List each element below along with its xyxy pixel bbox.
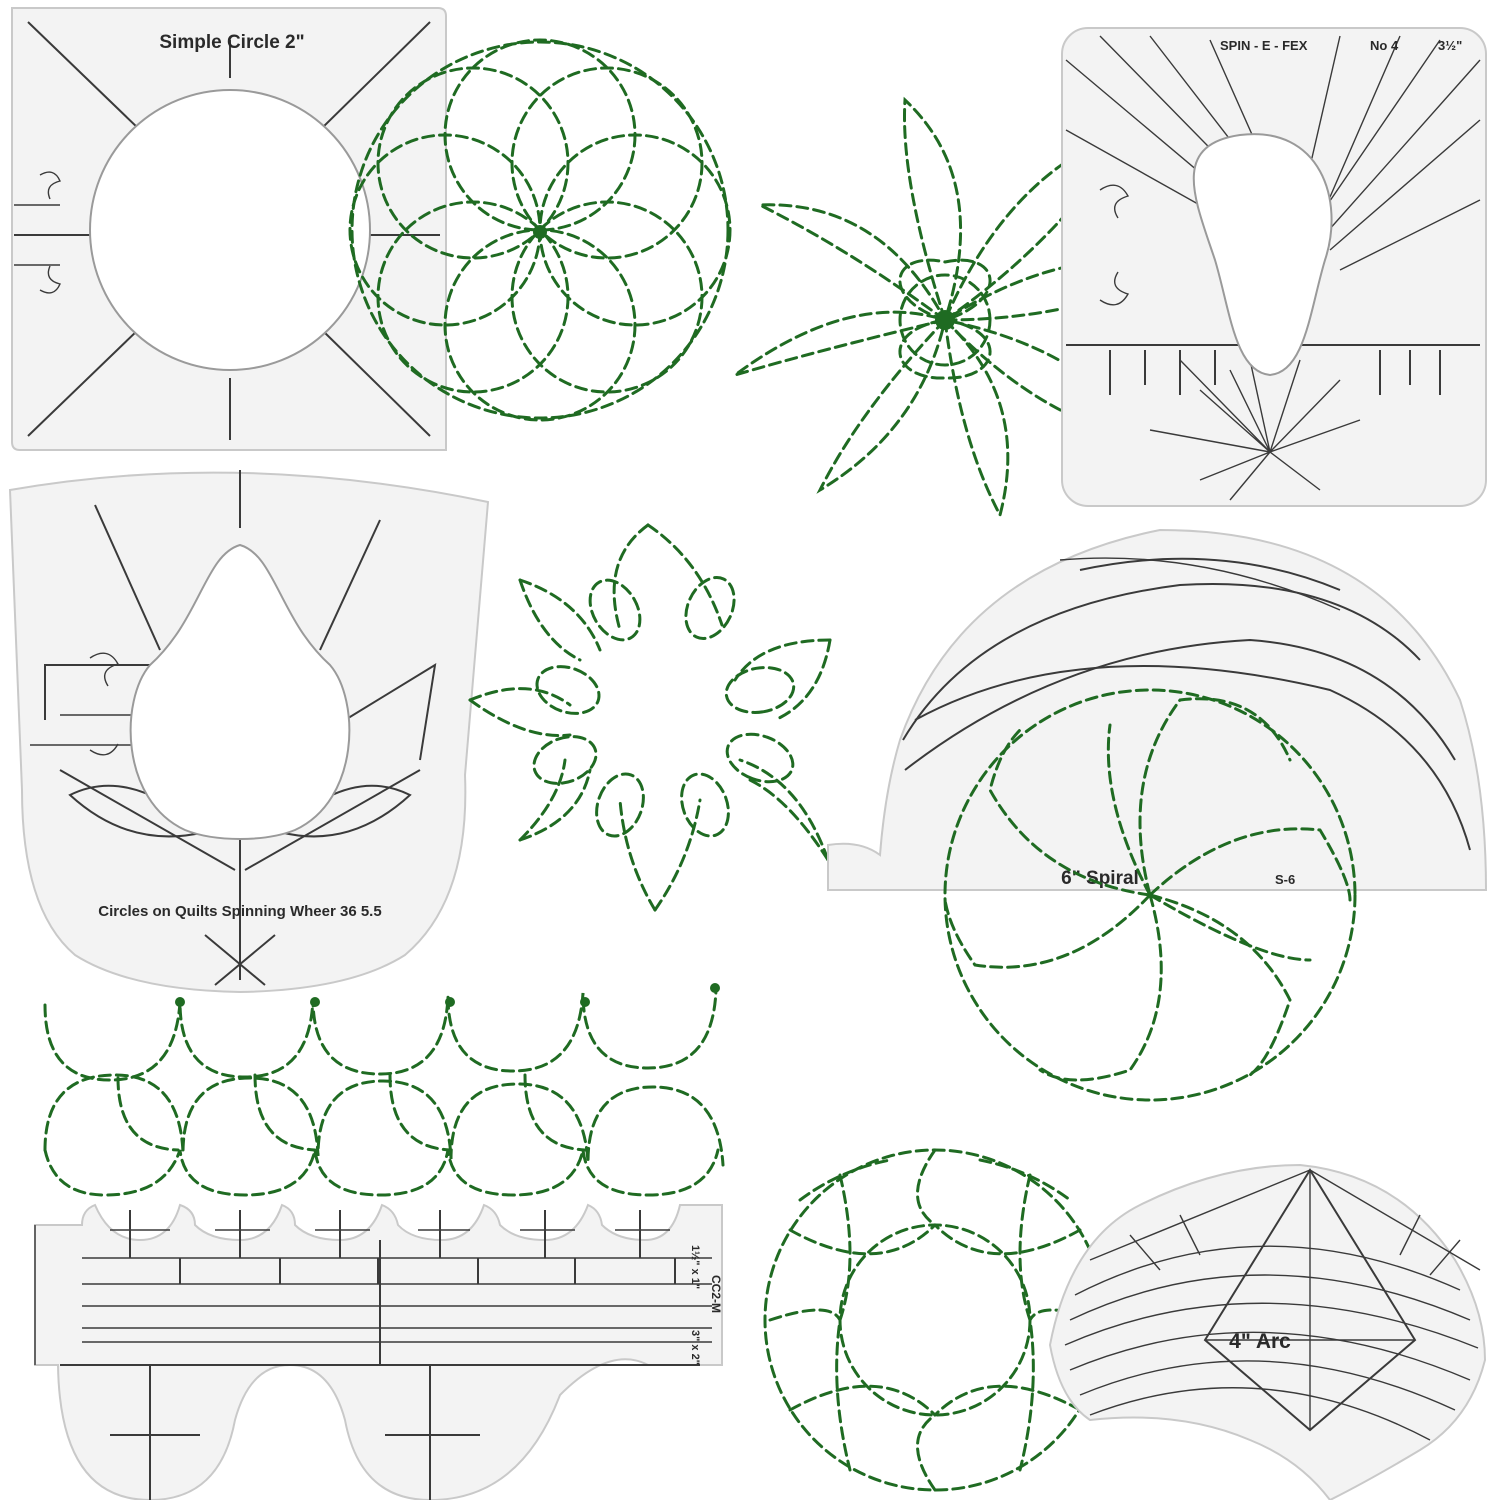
spiral-label: 6" Spiral: [1061, 868, 1139, 889]
circle-rosette-stitch-pattern: [348, 38, 732, 422]
clamshell-stitch-pattern: [43, 983, 725, 1197]
spinning-wheel-label: Circles on Quilts Spinning Wheer 36 5.5: [98, 903, 381, 920]
spiral-ruler: 6" Spiral S-6: [827, 528, 1488, 891]
spin-e-fex-ruler: SPIN - E - FEX No 4 3½": [1061, 27, 1487, 507]
spinning-wheel-ruler: Circles on Quilts Spinning Wheer 36 5.5: [8, 470, 490, 994]
clamshell-ruler: CC2-M 1½" x 1" 3" x 2": [34, 1203, 723, 1500]
simple-circle-label: Simple Circle 2": [159, 32, 304, 53]
spiral-stitch-pattern: [943, 688, 1357, 1102]
arc-label: 4" Arc: [1229, 1330, 1291, 1353]
clamshell-size-a: 1½" x 1": [689, 1245, 701, 1289]
simple-circle-ruler: Simple Circle 2": [11, 7, 447, 451]
looped-flower-stitch-pattern: [468, 523, 832, 912]
arc-ruler: 4" Arc: [1048, 1163, 1487, 1500]
spin-e-fex-size: 3½": [1438, 38, 1462, 53]
spin-e-fex-label: SPIN - E - FEX: [1220, 38, 1308, 53]
clamshell-code: CC2-M: [709, 1275, 723, 1313]
globe-stitch-pattern: [763, 1148, 1107, 1492]
spin-e-fex-number: No 4: [1370, 38, 1399, 53]
spiral-code: S-6: [1275, 872, 1295, 887]
clamshell-size-b: 3" x 2": [689, 1330, 701, 1365]
pinwheel-star-stitch-pattern: [734, 96, 1195, 520]
